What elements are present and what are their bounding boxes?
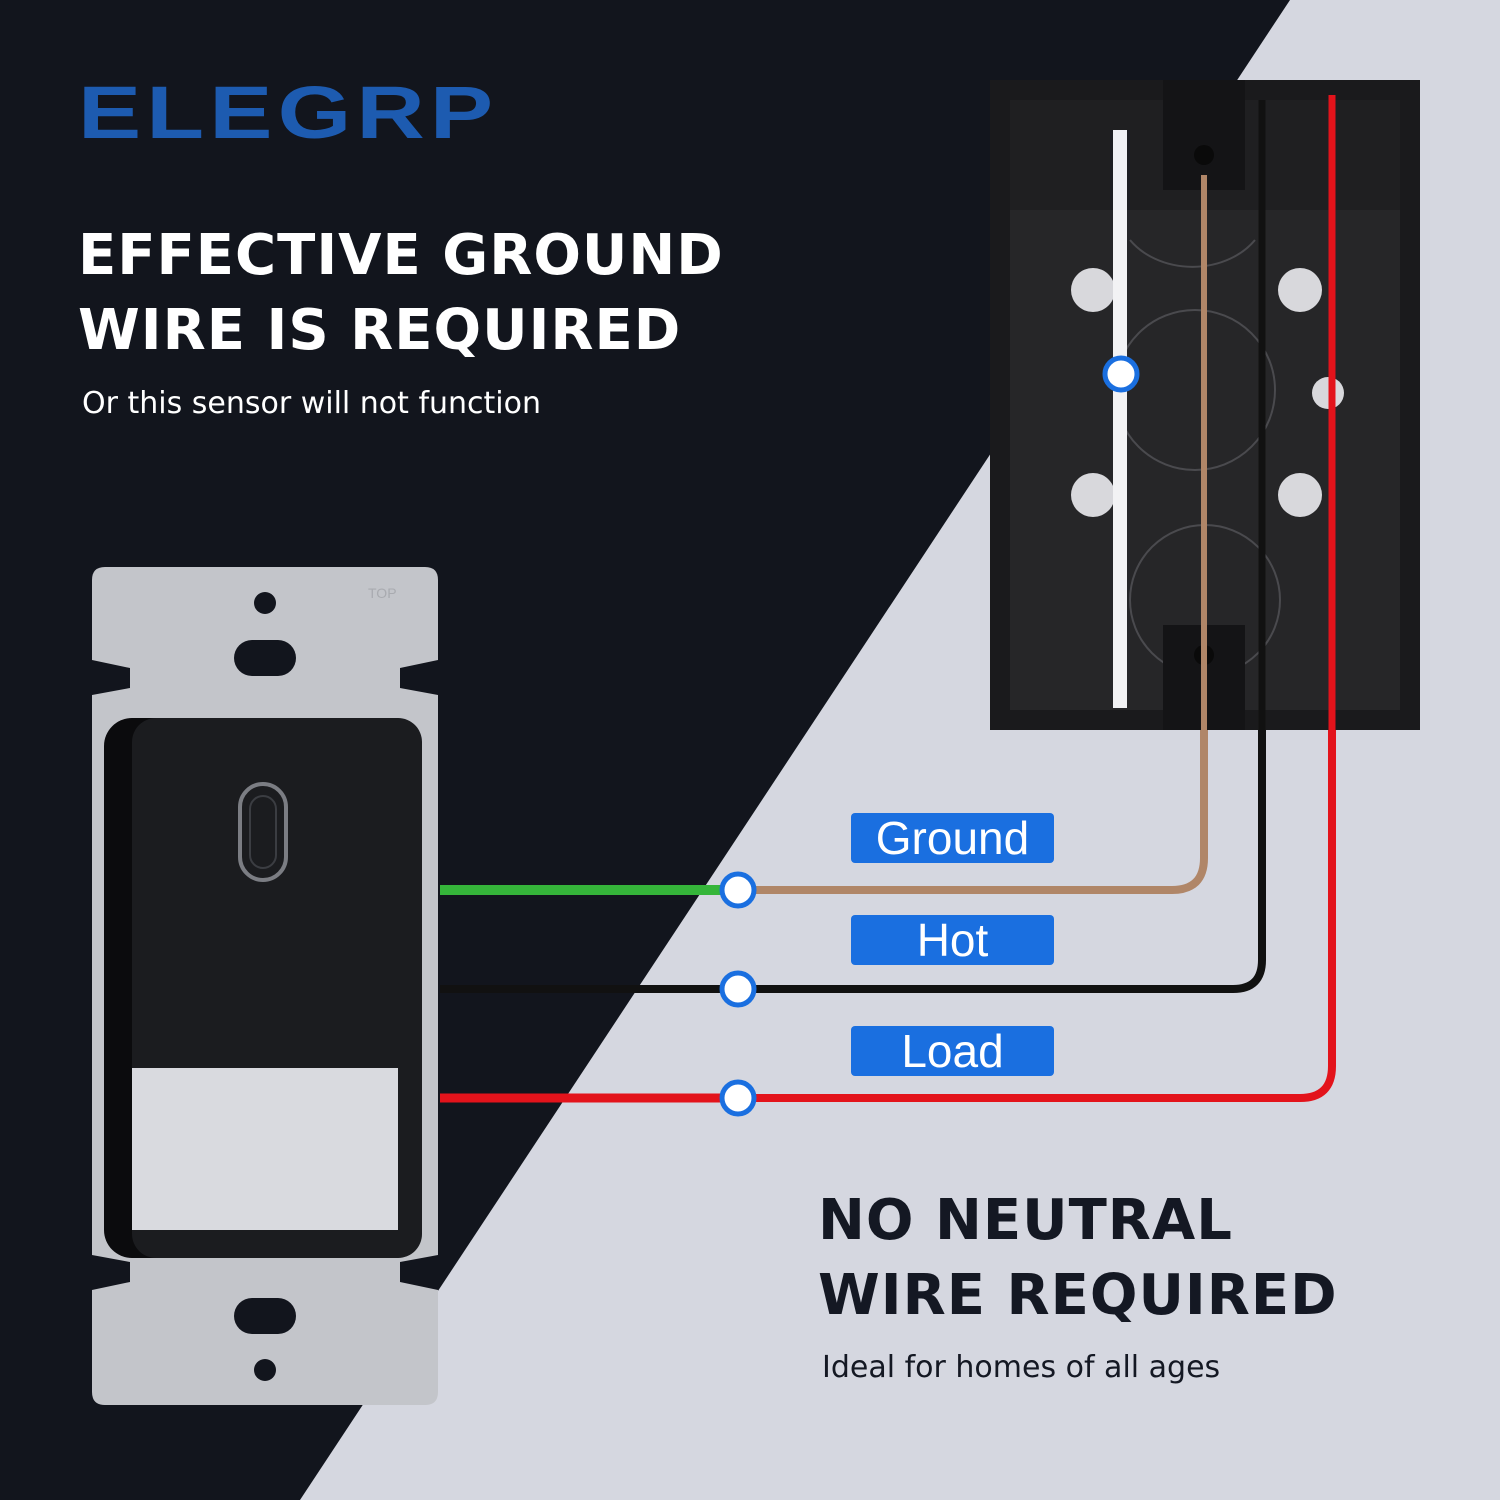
- neutral-subtext: Ideal for homes of all ages: [822, 1350, 1221, 1385]
- ground-node: [719, 871, 757, 909]
- connection-nodes: [719, 355, 1140, 1117]
- hot-node: [719, 970, 757, 1008]
- box-ground-node: [1102, 355, 1140, 393]
- neutral-headline-line1: NO NEUTRAL: [818, 1188, 1233, 1253]
- neutral-headline-line2: WIRE REQUIRED: [818, 1263, 1338, 1328]
- load-label: Load: [851, 1026, 1054, 1076]
- ground-subtext: Or this sensor will not function: [82, 386, 542, 421]
- load-wire: [738, 730, 1336, 1102]
- hot-label: Hot: [851, 915, 1054, 965]
- hot-wire: [738, 730, 1266, 993]
- sensor-switch: [104, 718, 422, 1258]
- box-wires: [738, 95, 1336, 1102]
- brand-logo: ELEGRP: [78, 71, 499, 154]
- switch-leads: [440, 885, 738, 1103]
- sensor-lens: [132, 1068, 398, 1230]
- led-indicator: [238, 782, 288, 882]
- ground-wire: [738, 730, 1208, 894]
- ground-headline-line1: EFFECTIVE GROUND: [78, 223, 724, 288]
- load-node: [719, 1079, 757, 1117]
- ground-label: Ground: [851, 813, 1054, 863]
- ground-headline-line2: WIRE IS REQUIRED: [78, 298, 682, 363]
- plate-marking: TOP: [368, 585, 397, 601]
